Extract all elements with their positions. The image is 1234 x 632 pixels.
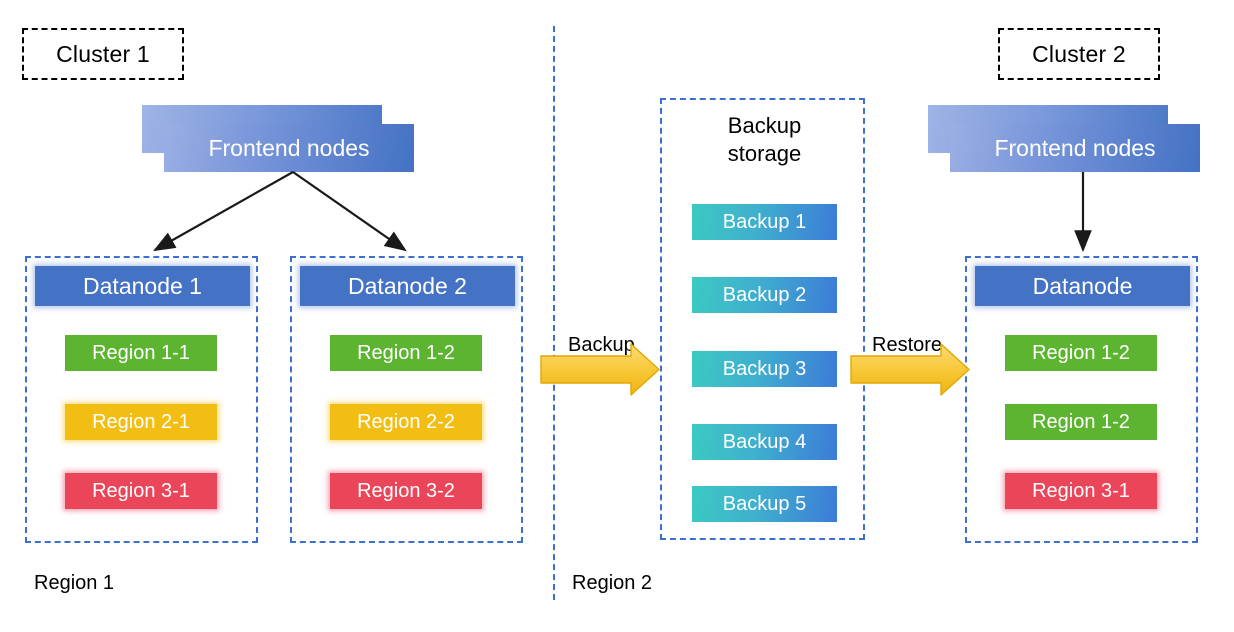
datanode-2-title: Datanode 2	[348, 272, 467, 299]
region-label: Region 1-2	[1032, 410, 1130, 433]
cluster1-tag: Cluster 1	[22, 28, 184, 80]
frontend-nodes-card: Frontend nodes	[164, 124, 414, 172]
datanode-1-title: Datanode 1	[83, 272, 202, 299]
cluster1-frontend-label: Frontend nodes	[208, 134, 370, 161]
cluster1-tag-label: Cluster 1	[56, 40, 150, 67]
region-label: Region 1-2	[1032, 341, 1130, 364]
datanode-2-region-1[interactable]: Region 1-2	[330, 335, 482, 371]
region-label: Region 1-1	[92, 341, 190, 364]
cluster1-datanode-1-panel[interactable]: Datanode 1 Region 1-1 Region 2-1 Region …	[25, 256, 258, 543]
cluster2-datanode-title: Datanode	[1032, 272, 1133, 299]
frontend-nodes-card: Frontend nodes	[950, 124, 1200, 172]
region-2-text: Region 2	[572, 572, 653, 594]
region-label: Region 2-1	[92, 410, 190, 433]
region-label: Region 2-2	[357, 410, 455, 433]
region-divider	[553, 26, 555, 600]
backup-flow-label: Backup	[568, 334, 635, 357]
backup-item-3[interactable]: Backup 3	[692, 351, 837, 387]
cluster2-datanode-region-1[interactable]: Region 1-2	[1005, 335, 1157, 371]
backup-storage-title: Backup storage	[662, 112, 867, 167]
cluster2-datanode-region-3[interactable]: Region 3-1	[1005, 473, 1157, 509]
backup-flow-text: Backup	[568, 334, 635, 356]
datanode-1-region-3[interactable]: Region 3-1	[65, 473, 217, 509]
cluster2-datanode-header: Datanode	[975, 266, 1190, 306]
cluster1-frontend-nodes[interactable]: Frontend nodes	[142, 105, 417, 173]
backup-storage-panel[interactable]: Backup storage Backup 1 Backup 2 Backup …	[660, 98, 865, 540]
connector-frontend-to-datanode-2	[292, 171, 407, 252]
datanode-2-header: Datanode 2	[300, 266, 515, 306]
datanode-1-region-1[interactable]: Region 1-1	[65, 335, 217, 371]
datanode-2-region-2[interactable]: Region 2-2	[330, 404, 482, 440]
region-1-label: Region 1	[34, 572, 114, 595]
region-label: Region 3-1	[92, 479, 190, 502]
datanode-1-header: Datanode 1	[35, 266, 250, 306]
connector-frontend-to-datanode-1	[153, 171, 294, 252]
datanode-1-region-2[interactable]: Region 2-1	[65, 404, 217, 440]
backup-item-4[interactable]: Backup 4	[692, 424, 837, 460]
backup-item-2[interactable]: Backup 2	[692, 277, 837, 313]
region-1-text: Region 1	[34, 572, 115, 594]
backup-storage-title-line1: Backup	[727, 113, 802, 138]
cluster2-datanode-panel[interactable]: Datanode Region 1-2 Region 1-2 Region 3-…	[965, 256, 1198, 543]
region-label: Region 1-2	[357, 341, 455, 364]
backup-label: Backup 5	[722, 492, 807, 515]
backup-item-1[interactable]: Backup 1	[692, 204, 837, 240]
cluster2-tag: Cluster 2	[998, 28, 1160, 80]
restore-flow-text: Restore	[872, 334, 943, 356]
cluster2-frontend-label: Frontend nodes	[994, 134, 1156, 161]
backup-label: Backup 1	[722, 210, 807, 233]
datanode-2-region-3[interactable]: Region 3-2	[330, 473, 482, 509]
region-label: Region 3-2	[357, 479, 455, 502]
region-2-label: Region 2	[572, 572, 652, 595]
region-label: Region 3-1	[1032, 479, 1130, 502]
restore-flow-label: Restore	[872, 334, 942, 357]
backup-label: Backup 4	[722, 430, 807, 453]
backup-label: Backup 3	[722, 357, 807, 380]
backup-storage-title-line2: storage	[727, 140, 802, 166]
cluster2-datanode-region-2[interactable]: Region 1-2	[1005, 404, 1157, 440]
backup-label: Backup 2	[722, 283, 807, 306]
backup-item-5[interactable]: Backup 5	[692, 486, 837, 522]
cluster1-datanode-2-panel[interactable]: Datanode 2 Region 1-2 Region 2-2 Region …	[290, 256, 523, 543]
cluster2-tag-label: Cluster 2	[1032, 40, 1126, 67]
cluster2-frontend-nodes[interactable]: Frontend nodes	[928, 105, 1203, 173]
